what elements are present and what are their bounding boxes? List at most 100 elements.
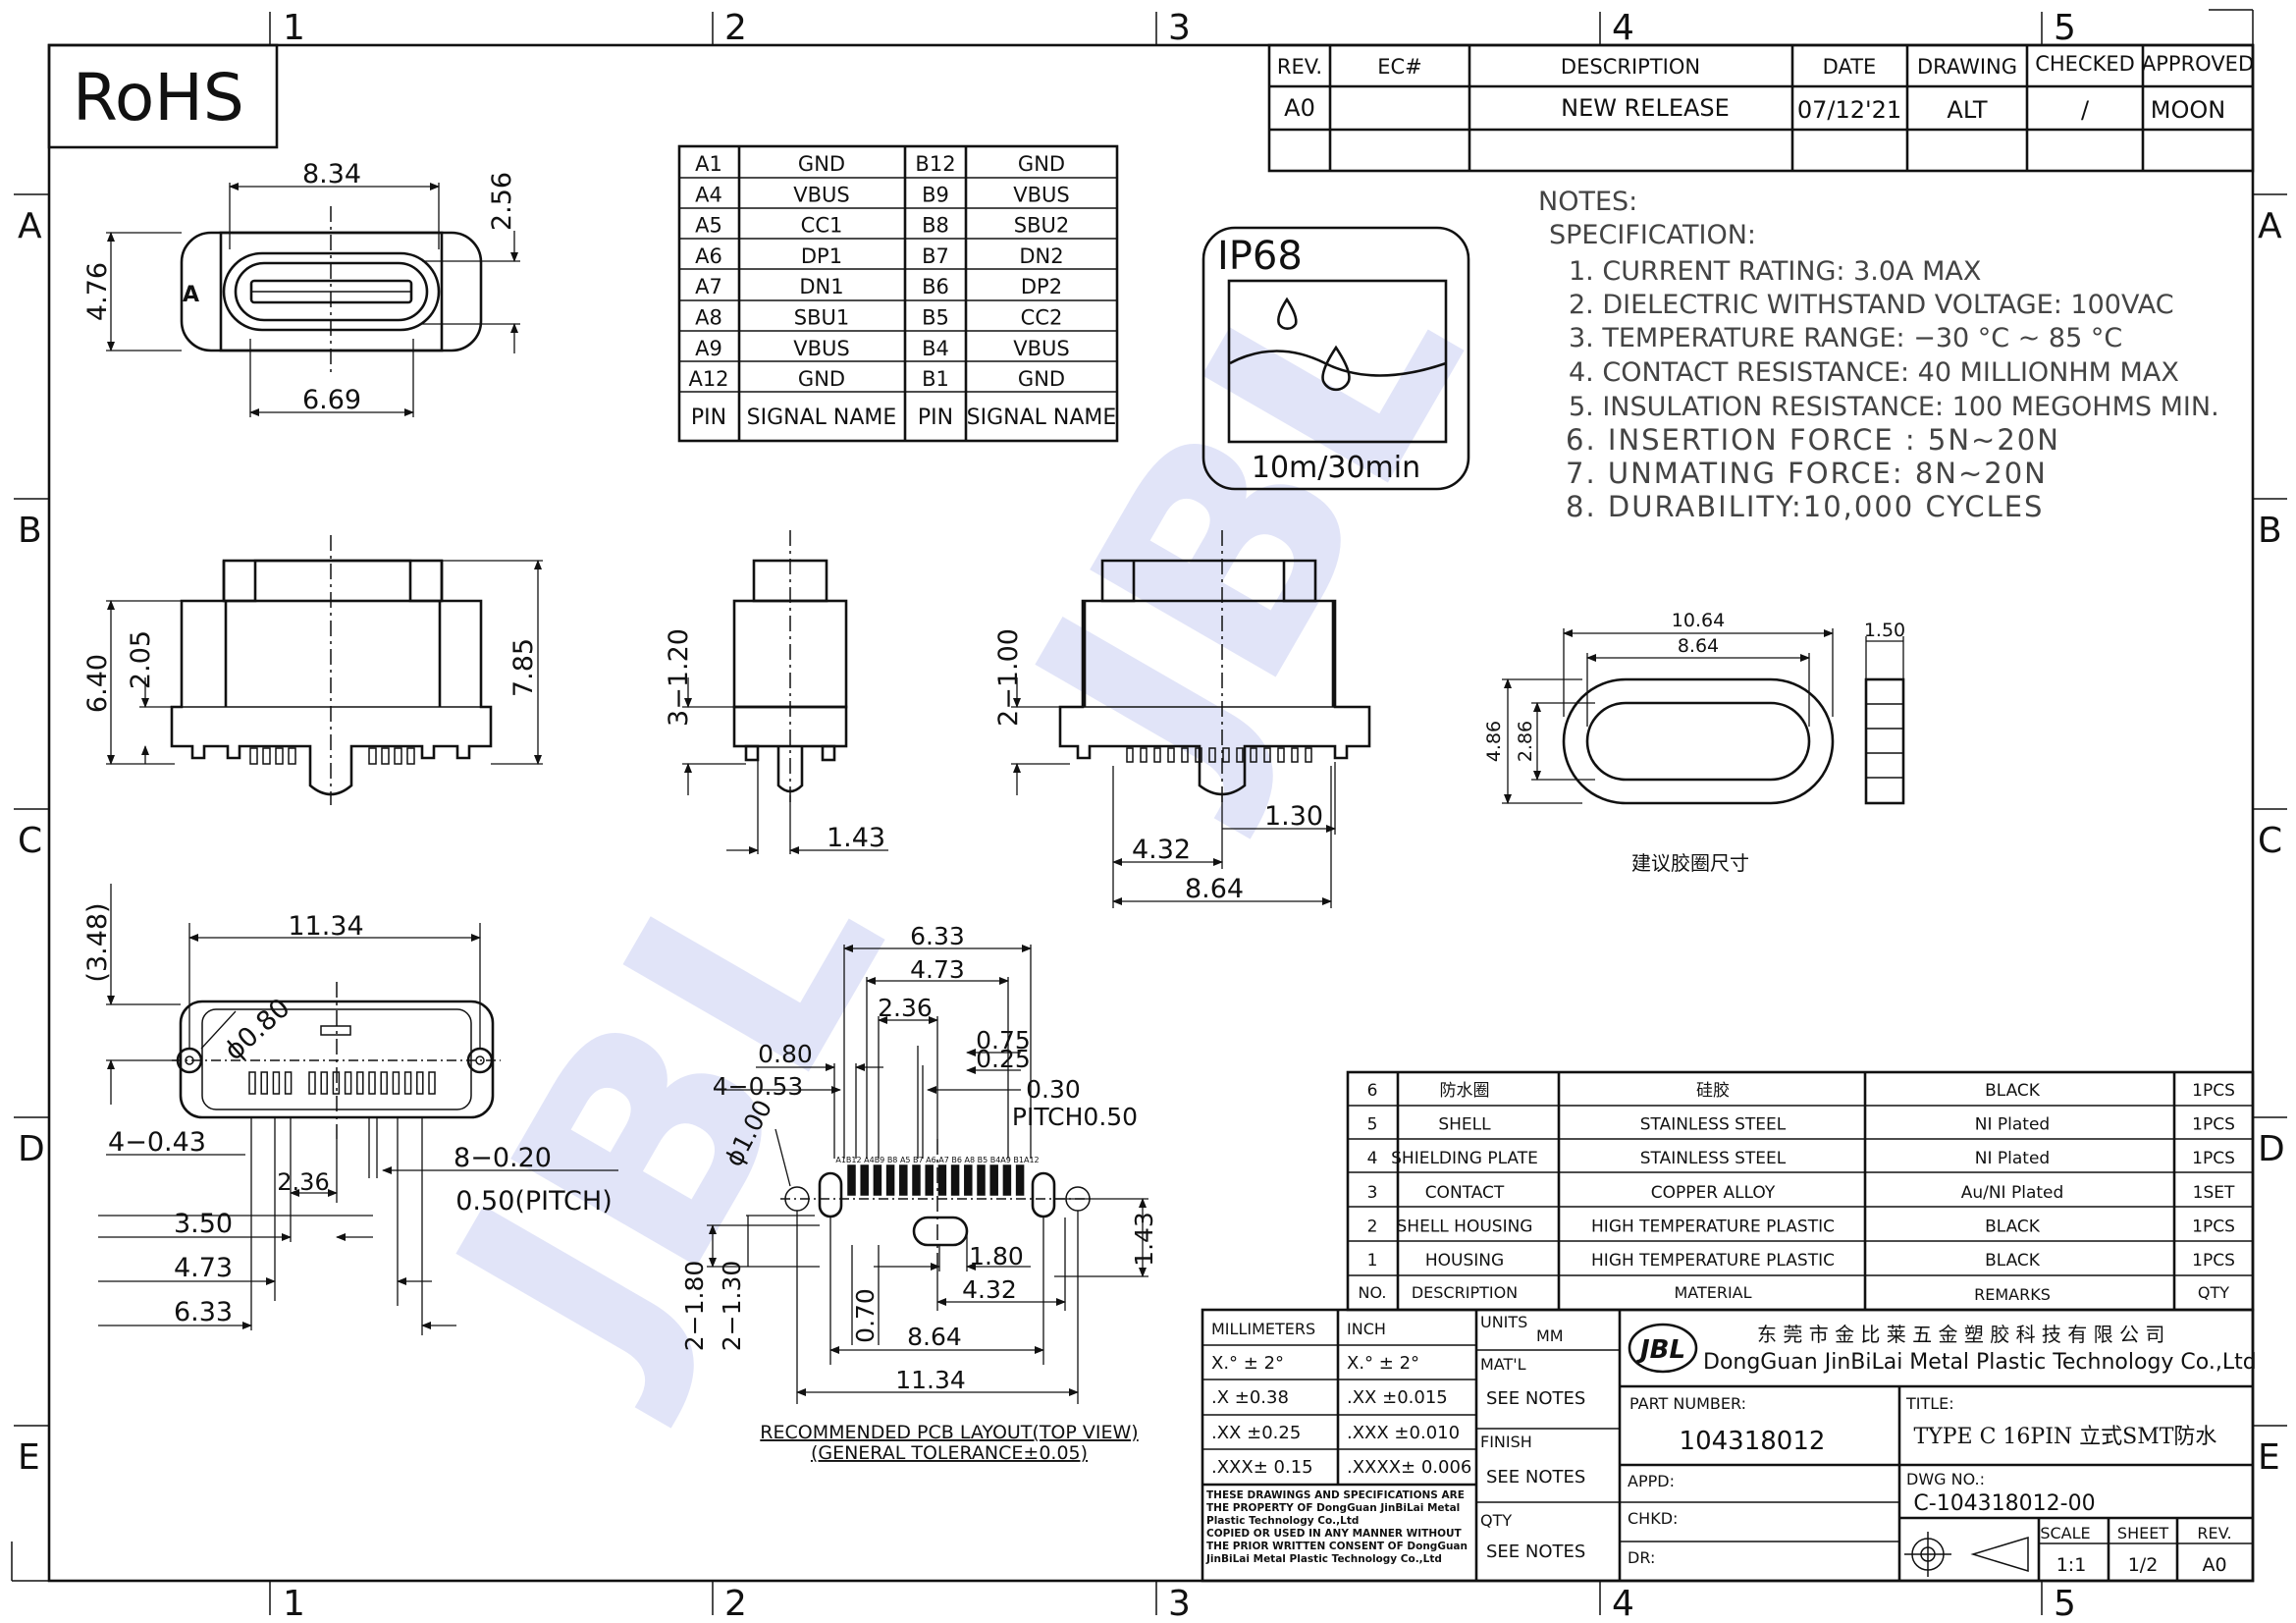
dim-4-73-pcb: 4.73 <box>910 955 965 984</box>
rear-pin <box>1250 747 1257 763</box>
bom-material: HIGH TEMPERATURE PLASTIC <box>1591 1251 1835 1271</box>
dwg-no: C-104318012-00 <box>1913 1491 2095 1516</box>
pcb-pad <box>925 1164 934 1196</box>
bom-no: 6 <box>1367 1081 1378 1101</box>
zone-col-5: 5 <box>2054 8 2076 48</box>
rev-value: A0 <box>2202 1554 2226 1576</box>
dim-0-80: 0.80 <box>758 1040 813 1068</box>
bom-material: STAINLESS STEEL <box>1640 1115 1787 1135</box>
title-label: TITLE: <box>1905 1394 1954 1413</box>
tol-inch-1: .XX ±0.015 <box>1347 1387 1448 1408</box>
tol-inch-2: .XXX ±0.010 <box>1347 1423 1460 1443</box>
rear-view: 2−1.00 1.30 4.32 8.64 <box>993 530 1371 908</box>
gasket-caption: 建议胶圈尺寸 <box>1631 851 1749 875</box>
bom-qty: 1PCS <box>2192 1081 2235 1101</box>
rear-pin <box>1195 747 1202 763</box>
bom-description: SHIELDING PLATE <box>1391 1149 1538 1168</box>
zone-col-4: 4 <box>1612 8 1634 48</box>
note-6: 6. INSERTION FORCE : 5N~20N <box>1566 423 2060 457</box>
bom-qty: 1PCS <box>2192 1149 2235 1168</box>
company-logo-text: JBL <box>1635 1335 1685 1365</box>
dim-1-80: 1.80 <box>969 1242 1024 1271</box>
zone-col-3-bottom: 3 <box>1168 1584 1191 1623</box>
dim-1-30: 1.30 <box>1264 801 1323 832</box>
bottom-pin <box>308 1071 316 1095</box>
pin-header-signal-b: SIGNAL NAME <box>967 406 1117 430</box>
dim-2-86: 2.86 <box>1515 721 1536 762</box>
gasket-drawing: 10.64 8.64 1.50 4.86 2.86 建议胶圈尺寸 <box>1483 610 1905 875</box>
rear-pin <box>1222 747 1230 763</box>
pin-table-signal-a: DP1 <box>801 244 842 268</box>
bom-material: COPPER ALLOY <box>1651 1183 1776 1203</box>
rev-header-drawing: DRAWING <box>1917 55 2017 79</box>
pcb-pad <box>1015 1164 1025 1196</box>
note-2: 2. DIELECTRIC WITHSTAND VOLTAGE: 100VAC <box>1569 290 2174 320</box>
pin-table-pin-b: B1 <box>922 367 949 391</box>
zone-row-e: E <box>18 1437 40 1478</box>
company-name-en: DongGuan JinBiLai Metal Plastic Technolo… <box>1703 1350 2257 1375</box>
bom-remarks: Au/NI Plated <box>1961 1183 2064 1203</box>
notes: NOTES: SPECIFICATION: 1. CURRENT RATING:… <box>1538 187 2219 523</box>
pin-table-signal-b: GND <box>1018 152 1065 176</box>
pin-table-pin-a: A1 <box>695 152 722 176</box>
bottom-pin <box>320 1071 328 1095</box>
appd-label: APPD: <box>1628 1472 1675 1490</box>
company-logo <box>1628 1323 1698 1374</box>
pin-table-signal-b: VBUS <box>1013 337 1069 360</box>
scale-label: SCALE <box>2040 1524 2090 1542</box>
pin-table-pin-b: B4 <box>922 337 949 360</box>
zone-col-4-bottom: 4 <box>1612 1584 1634 1623</box>
ip68-title: IP68 <box>1217 234 1303 279</box>
bom-material: STAINLESS STEEL <box>1640 1149 1787 1168</box>
pin-table-pin-a: A7 <box>695 275 722 298</box>
rev-header-checked: CHECKED <box>2035 52 2135 76</box>
side-view: 3−1.20 1.43 <box>664 530 888 854</box>
rear-pin <box>1305 747 1312 763</box>
rear-pin <box>1126 747 1134 763</box>
drawing-title: TYPE C 16PIN 立式SMT防水 <box>1914 1425 2217 1449</box>
ip68-caption: 10m/30min <box>1252 451 1420 485</box>
dim-6-33-bottom: 6.33 <box>174 1297 233 1327</box>
matl-label: MAT'L <box>1480 1355 1526 1374</box>
zone-row-d: D <box>18 1129 45 1169</box>
pcb-pad <box>950 1164 960 1196</box>
rev-value-description: NEW RELEASE <box>1561 94 1730 122</box>
ip68-badge: IP68 10m/30min <box>1201 226 1470 491</box>
zone-row-e-right: E <box>2258 1437 2280 1478</box>
note-3: 3. TEMPERATURE RANGE: −30 °C ~ 85 °C <box>1569 323 2122 353</box>
bom-remarks: BLACK <box>1985 1081 2041 1101</box>
pcb-pad <box>860 1164 869 1196</box>
rohs-box: RoHS <box>47 43 279 149</box>
pin-table-signal-a: CC1 <box>801 214 843 238</box>
zone-col-1: 1 <box>283 8 305 48</box>
bom-remarks: NI Plated <box>1975 1115 2050 1135</box>
dim-1-43: 1.43 <box>827 823 885 853</box>
bom-header-no: NO. <box>1359 1283 1387 1302</box>
pcb-caption-1: RECOMMENDED PCB LAYOUT(TOP VIEW) <box>760 1422 1138 1443</box>
dim-4-76: 4.76 <box>82 262 113 321</box>
pcb-pad <box>989 1164 998 1196</box>
note-1: 1. CURRENT RATING: 3.0A MAX <box>1569 256 1981 287</box>
notes-subheading: SPECIFICATION: <box>1549 220 1756 250</box>
dim-4-73-bottom: 4.73 <box>174 1253 233 1283</box>
copyright-line-2: THE PROPERTY OF DongGuan JinBiLai Metal <box>1206 1502 1460 1514</box>
bom-description: CONTACT <box>1425 1183 1505 1203</box>
zone-col-3: 3 <box>1168 8 1191 48</box>
pin-table-signal-b: GND <box>1018 367 1065 391</box>
tol-inch-0: X.° ± 2° <box>1347 1353 1419 1374</box>
dim-6-40: 6.40 <box>82 654 113 713</box>
dim-0-25: 0.25 <box>976 1045 1031 1073</box>
tol-header-inch: INCH <box>1347 1320 1386 1338</box>
pin-table-signal-b: CC2 <box>1021 306 1063 330</box>
top-view: A 8.34 2.56 4.76 6.69 <box>82 159 520 417</box>
dim-4-86: 4.86 <box>1483 721 1505 762</box>
dim-8-64-gasket: 8.64 <box>1678 635 1719 657</box>
sheet-label: SHEET <box>2117 1524 2168 1542</box>
pin-table-pin-a: A4 <box>695 183 722 206</box>
pin-table-pin-a: A12 <box>688 367 728 391</box>
pin-table-signal-b: VBUS <box>1013 183 1069 206</box>
zone-row-a-right: A <box>2258 206 2282 246</box>
units-value: MM <box>1536 1326 1564 1345</box>
bom-description: HOUSING <box>1425 1251 1504 1271</box>
